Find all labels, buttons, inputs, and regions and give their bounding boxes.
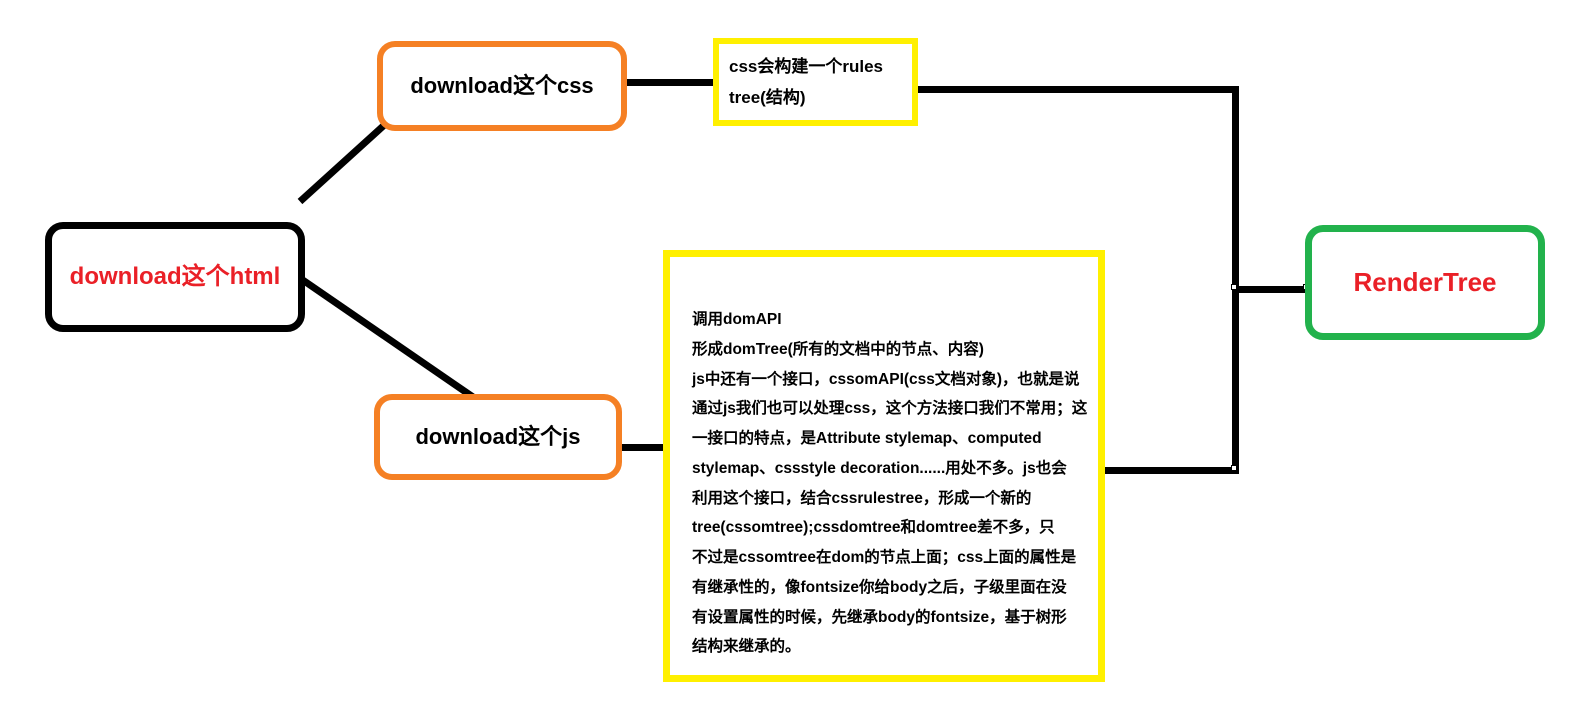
note-line: 有设置属性的时候，先继承body的fontsize，基于树形: [692, 608, 1067, 626]
node-download-js-label: download这个js: [415, 424, 581, 450]
node-download-css-label: download这个css: [410, 73, 594, 99]
connector-note-to-trunk: [1100, 467, 1239, 474]
note-line: stylemap、cssstyle decoration......用处不多。j…: [692, 459, 1067, 477]
connector-joint-upper: [1231, 284, 1237, 290]
note-line: 利用这个接口，结合cssrulestree，形成一个新的: [692, 489, 1032, 507]
note-line: 通过js我们也可以处理css，这个方法接口我们不常用；这: [692, 400, 1088, 418]
node-download-js[interactable]: download这个js: [374, 394, 622, 480]
node-download-html[interactable]: download这个html: [45, 222, 305, 332]
note-line: 形成domTree(所有的文档中的节点、内容): [692, 340, 984, 358]
node-css-rules-tree-note[interactable]: css会构建一个rules tree(结构): [713, 38, 918, 126]
connector-rules-to-trunk: [913, 86, 1239, 93]
node-dom-cssom-note[interactable]: 调用domAPI 形成domTree(所有的文档中的节点、内容) js中还有一个接口…: [663, 250, 1105, 682]
connector-trunk-vertical: [1232, 86, 1239, 474]
connector-js-to-note: [616, 444, 670, 451]
node-render-tree[interactable]: RenderTree: [1305, 225, 1545, 340]
note-line: 结构来继承的。: [692, 638, 801, 656]
connector-trunk-to-rendertree: [1239, 286, 1309, 293]
connector-css-to-rules: [623, 79, 718, 86]
note-line: 不过是cssomtree在dom的节点上面；css上面的属性是: [692, 549, 1077, 566]
node-download-html-label: download这个html: [69, 263, 281, 290]
connector-joint-lower: [1231, 465, 1237, 471]
connector-html-to-js: [300, 276, 476, 401]
node-download-css[interactable]: download这个css: [377, 41, 627, 131]
note-line: 调用domAPI: [692, 311, 782, 328]
note-line: 一接口的特点，是Attribute stylemap、computed: [692, 430, 1042, 447]
node-dom-cssom-note-body: 调用domAPI 形成domTree(所有的文档中的节点、内容) js中还有一个接口…: [692, 305, 1088, 662]
note-line: js中还有一个接口，cssomAPI(css文档对象)，也就是说: [692, 370, 1080, 388]
note-line: tree(cssomtree);cssdomtree和domtree差不多，只: [692, 519, 1055, 537]
node-render-tree-label: RenderTree: [1353, 267, 1497, 298]
node-css-rules-tree-label: css会构建一个rules tree(结构): [729, 56, 883, 107]
note-line: 有继承性的，像fontsize你给body之后，子级里面在没: [692, 578, 1067, 596]
